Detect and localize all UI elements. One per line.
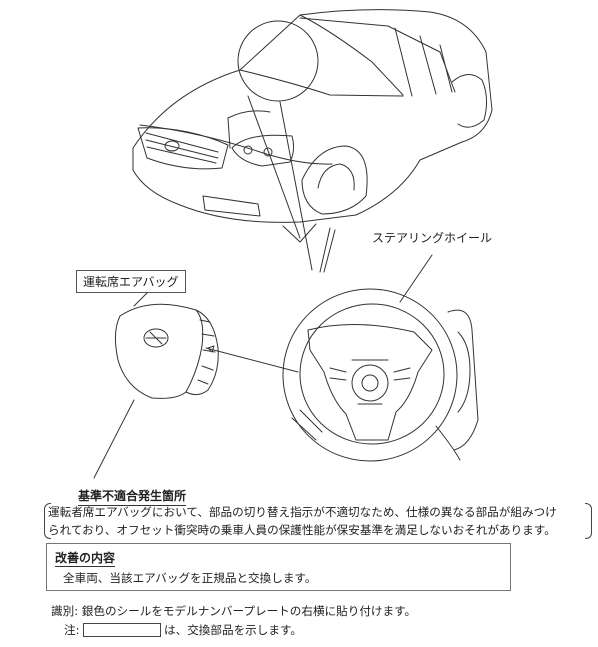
defect-line-2: られており、オフセット衝突時の乗車人員の保護性能が保安基準を満足しないおそれがあ… (48, 523, 556, 537)
steering-wheel-label: ステアリングホイール (372, 231, 493, 245)
airbag-label-leader (133, 291, 149, 307)
car-illustration (132, 9, 493, 223)
improvement-box: 改善の内容 全車両、当該エアバッグを正規品と交換します。 (46, 543, 511, 591)
replacement-part-marker-box (83, 623, 161, 637)
bracket-left (44, 503, 51, 539)
zoom-circle (237, 20, 319, 102)
driver-airbag-label: 運転席エアバッグ (76, 270, 186, 293)
zoom-arrow (247, 95, 313, 271)
steering-wheel (282, 288, 479, 462)
airbag-module (114, 303, 219, 399)
defect-line-1: 運転者席エアバッグにおいて、部品の切り替え指示が不適切なため、仕様の異なる部品が… (48, 505, 557, 519)
defect-description: 運転者席エアバッグにおいて、部品の切り替え指示が不適切なため、仕様の異なる部品が… (44, 503, 592, 539)
bracket-right (585, 503, 592, 539)
improvement-body: 全車両、当該エアバッグを正規品と交換します。 (63, 571, 317, 585)
defect-location-title: 基準不適合発生箇所 (78, 487, 187, 506)
airbag-leader-line (93, 399, 135, 479)
airbag-connector-line (205, 347, 299, 373)
note-suffix: は、交換部品を示します。 (164, 623, 302, 637)
arrow-head (282, 223, 317, 243)
improvement-title: 改善の内容 (55, 551, 116, 567)
steering-leader-line (399, 254, 433, 303)
identification-note: 識別: 銀色のシールをモデルナンバープレートの右横に貼り付けます。 (51, 604, 417, 618)
note-prefix: 注: (64, 623, 80, 637)
